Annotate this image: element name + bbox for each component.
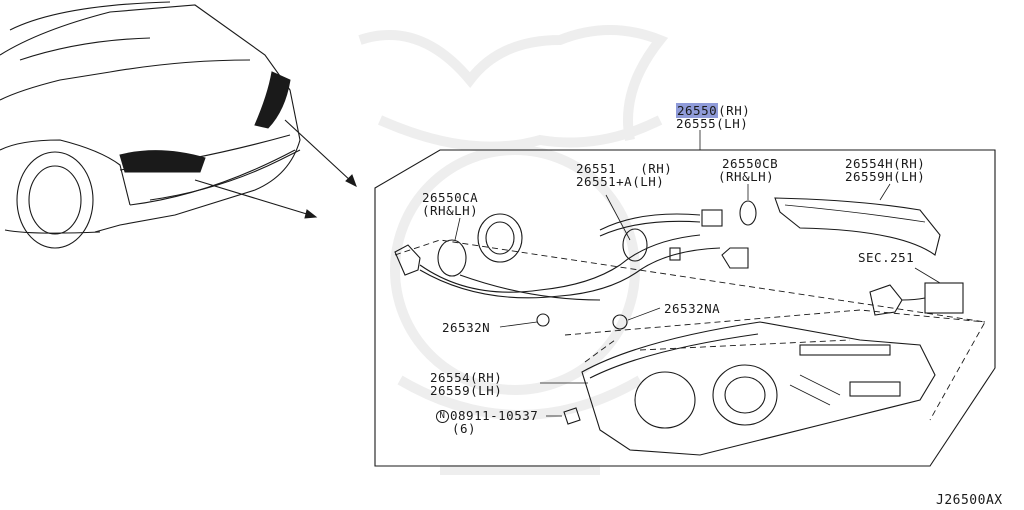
- callout-26559: 26559(LH): [430, 383, 503, 398]
- callout-26550cb-variant: (RH&LH): [718, 169, 775, 184]
- socket-left: [394, 213, 523, 277]
- diagram-code: J26500AX: [936, 493, 1003, 508]
- callout-26554: 26554(RH): [430, 370, 503, 385]
- callout-26550ca-variant: (RH&LH): [422, 203, 479, 218]
- leader-lines: [454, 183, 891, 417]
- callout-26550cb: 26550CB: [722, 156, 779, 171]
- dashed-guides: [394, 239, 986, 421]
- callout-26559h: 26559H(LH): [845, 169, 926, 184]
- callout-26551: 26551 (RH): [576, 161, 673, 176]
- gasket-strip: [774, 197, 941, 256]
- car-outline: [0, 1, 301, 249]
- wiring-harness: [419, 200, 757, 301]
- callout-26555: 26555(LH): [676, 116, 749, 131]
- watermark-emblem: [358, 25, 669, 475]
- callout-26532na: 26532NA: [664, 301, 721, 316]
- callout-sec251: SEC.251: [858, 250, 915, 265]
- pointer-arrows: [194, 119, 357, 219]
- callout-26550ca: 26550CA: [422, 190, 479, 205]
- callout-26550: 26550(RH): [676, 103, 751, 118]
- clips: [536, 313, 628, 425]
- callout-26551a: 26551+A(LH): [576, 174, 665, 189]
- n-circle-icon: N: [436, 410, 449, 423]
- callout-26532n: 26532N: [442, 320, 491, 335]
- callout-26554h: 26554H(RH): [845, 156, 926, 171]
- assembly-box: [374, 130, 996, 467]
- connector-sec251: [869, 267, 964, 316]
- lamp-housing: [581, 321, 936, 456]
- callout-08911-qty: (6): [452, 421, 477, 436]
